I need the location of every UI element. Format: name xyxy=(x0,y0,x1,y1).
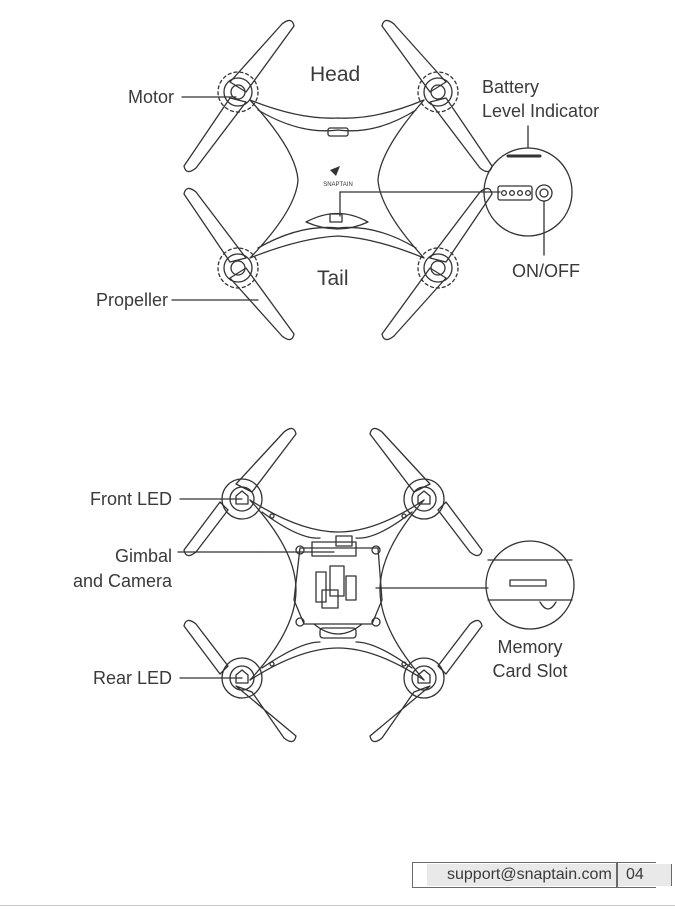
support-email[interactable]: support@snaptain.com xyxy=(447,866,612,884)
rear-led-label: Rear LED xyxy=(70,667,172,689)
rear-led-right xyxy=(404,658,444,698)
page-number: 04 xyxy=(626,866,644,884)
drone-body-outline xyxy=(250,100,424,258)
propeller-label: Propeller xyxy=(80,289,168,311)
propeller-front-right xyxy=(382,20,492,171)
memory-card-slot-zoom xyxy=(486,541,574,629)
gimbal-label-line1: Gimbal xyxy=(70,545,172,567)
memory-label-line2: Card Slot xyxy=(480,660,580,682)
front-led-right xyxy=(404,479,444,519)
propeller-rear-left xyxy=(184,188,294,339)
brand-label: SNAPTAIN xyxy=(323,182,353,188)
bottom-divider xyxy=(0,905,675,906)
page-footer: support@snaptain.com 04 xyxy=(412,862,656,888)
tail-label: Tail xyxy=(317,268,349,290)
footer-separator xyxy=(616,863,618,887)
propeller-front-left xyxy=(184,20,294,171)
propeller-rear-right xyxy=(382,188,492,339)
front-led-label: Front LED xyxy=(70,488,172,510)
motor-label: Motor xyxy=(110,86,174,108)
memory-label-line1: Memory xyxy=(480,636,580,658)
head-label: Head xyxy=(310,64,360,86)
gimbal-label-line2: and Camera xyxy=(50,570,172,592)
on-off-label: ON/OFF xyxy=(512,260,580,282)
gimbal-camera-assembly xyxy=(294,536,382,626)
snaptain-logo xyxy=(330,166,340,176)
battery-label-line2: Level Indicator xyxy=(482,100,599,122)
battery-label-line1: Battery xyxy=(482,76,539,98)
